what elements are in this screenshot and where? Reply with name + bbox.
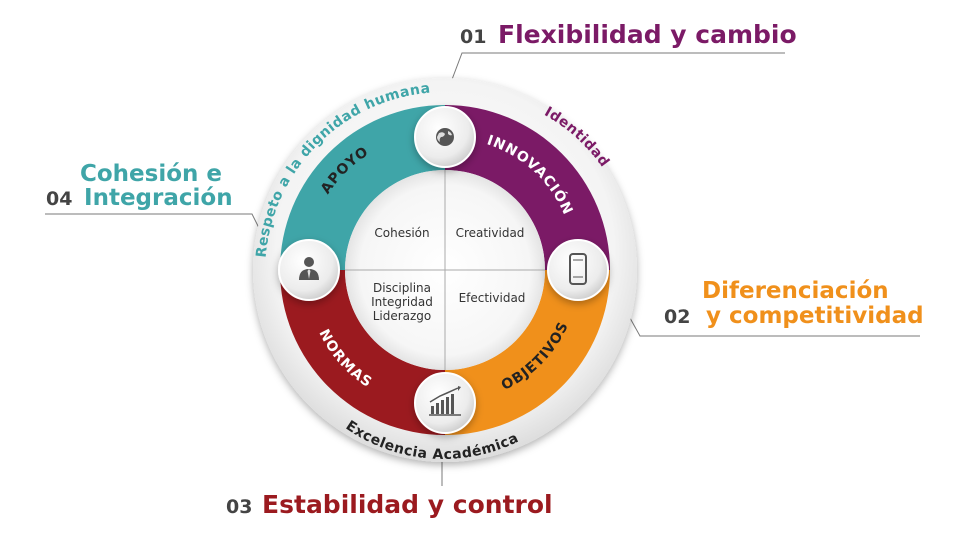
- segment-apoyo: [280, 105, 445, 270]
- value-liderazgo: Liderazgo: [373, 309, 432, 323]
- globe-icon: [414, 106, 476, 168]
- callout-01: 01 Flexibilidad y cambio: [460, 20, 797, 49]
- callout-01-number: 01: [460, 26, 487, 48]
- callout-01-title: Flexibilidad y cambio: [498, 20, 797, 49]
- value-integridad: Integridad: [371, 295, 433, 309]
- callout-04-title-line1: Cohesión e: [80, 161, 223, 187]
- value-cohesion: Cohesión: [374, 226, 429, 240]
- callout-03-number: 03: [226, 496, 253, 518]
- value-creatividad: Creatividad: [456, 226, 525, 240]
- value-disciplina: Disciplina: [373, 281, 431, 295]
- segment-normas: [280, 270, 445, 435]
- user-icon: [278, 239, 340, 301]
- segment-objetivos: [445, 270, 610, 435]
- callout-02-title-line2: y competitividad: [706, 303, 924, 329]
- callout-02: Diferenciación 02 y competitividad: [664, 279, 924, 329]
- callout-02-title-line1: Diferenciación: [702, 278, 889, 304]
- value-efectividad: Efectividad: [459, 291, 526, 305]
- callout-04-number: 04: [46, 188, 73, 210]
- callout-04-title-line2: Integración: [84, 185, 233, 211]
- callout-02-number: 02: [664, 306, 691, 328]
- callout-03: 03 Estabilidad y control: [226, 490, 553, 519]
- callout-03-title: Estabilidad y control: [262, 490, 553, 519]
- bar-chart-icon: [414, 372, 476, 434]
- segment-innovacion: [445, 105, 610, 270]
- smartphone-icon: [547, 239, 609, 301]
- callout-04: Cohesión e 04 Integración: [46, 162, 233, 210]
